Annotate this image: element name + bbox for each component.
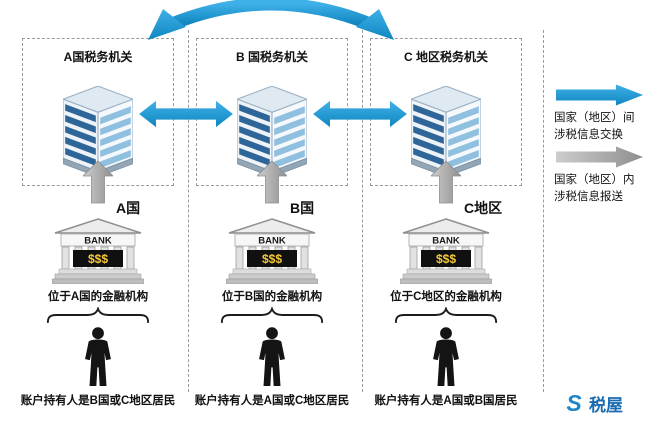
curly-brace-icon (220, 307, 324, 323)
region-label: C地区 (464, 200, 503, 216)
account-holder-label: 账户持有人是A国或B国居民 (374, 395, 518, 407)
report-up-arrow-icon (257, 160, 287, 204)
svg-text:S: S (566, 392, 582, 416)
bank-icon (400, 218, 492, 284)
legend-exchange-text: 国家（地区）间 涉税信息交换 (554, 110, 635, 144)
financial-institution-label: 位于C地区的金融机构 (390, 291, 502, 303)
curly-brace-icon (394, 307, 498, 323)
report-up-arrow-icon (83, 160, 113, 204)
financial-institution-label: 位于A国的金融机构 (47, 291, 149, 303)
column-region-c: C 地区税务机关 C地区 位于C地区的金融机构 账户持有人是A国或B国居民 (370, 0, 522, 425)
column-country-a: A国税务机关 A国 位于A国的金融机构 账户持有人是B国或C地区居民 (21, 0, 175, 425)
curly-brace-icon (46, 307, 150, 323)
column-divider (362, 30, 363, 392)
shuiwu-logo-text: 税屋 (589, 396, 623, 415)
account-holder-label: 账户持有人是A国或C地区居民 (194, 395, 350, 407)
region-label: B国 (290, 200, 315, 216)
tax-authority-title: B 国税务机关 (235, 50, 308, 64)
legend-exchange-line2: 涉税信息交换 (554, 129, 623, 141)
legend-report-line2: 涉税信息报送 (554, 191, 623, 203)
shuiwu-logo-icon: S (566, 392, 582, 416)
account-holder-icon (79, 327, 117, 387)
legend-report-arrow-icon (556, 146, 644, 168)
exchange-arrow-a-c (148, 0, 394, 40)
tax-authority-title: A国税务机关 (63, 50, 133, 64)
legend-report-line1: 国家（地区）内 (554, 174, 635, 186)
region-label: A国 (116, 200, 141, 216)
bank-icon (226, 218, 318, 284)
bank-icon (52, 218, 144, 284)
column-divider (188, 30, 189, 392)
shuiwu-logo: S 税屋 (562, 391, 623, 416)
report-up-arrow-icon (431, 160, 461, 204)
legend-exchange-arrow-icon (556, 84, 644, 106)
financial-institution-label: 位于B国的金融机构 (221, 291, 323, 303)
column-divider (543, 30, 544, 392)
account-holder-label: 账户持有人是B国或C地区居民 (20, 395, 176, 407)
account-holder-icon (427, 327, 465, 387)
exchange-arrow-b-c (310, 99, 410, 129)
column-country-b: B 国税务机关 B国 位于B国的金融机构 账户持有人是A国或C地区居民 (195, 0, 349, 425)
tax-authority-title: C 地区税务机关 (403, 50, 488, 64)
legend-exchange-line1: 国家（地区）间 (554, 112, 635, 124)
account-holder-icon (253, 327, 291, 387)
exchange-arrow-a-b (136, 99, 236, 129)
legend-report-text: 国家（地区）内 涉税信息报送 (554, 172, 635, 206)
